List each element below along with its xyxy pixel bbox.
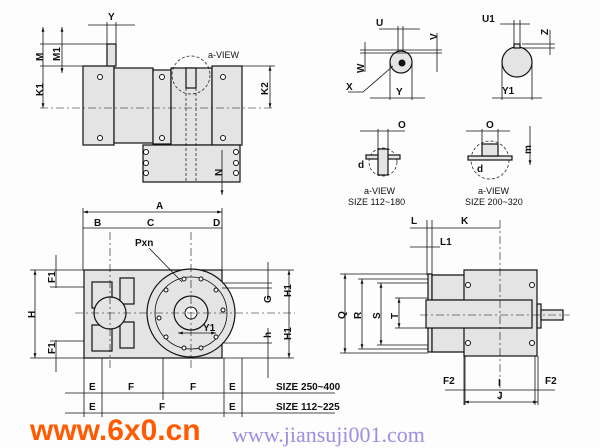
dim-A: A [156,201,163,212]
housing-mid [113,67,154,144]
dim-F-r1-right: F [190,382,196,393]
a-view-small-title: a-VIEW [364,186,396,196]
dim-C: C [147,218,154,229]
dim-d-large: d [477,164,483,175]
size-label-112-225: SIZE 112~225 [276,402,340,413]
dim-T: T [390,313,401,319]
dim-O-large: O [486,120,494,131]
top-view: Y M M1 K1 K2 a-VIEW N [35,12,275,195]
housing-right [211,65,243,146]
watermark-site: www.jiansuji001.com [232,422,425,447]
dim-m: m [523,145,534,154]
a-view-large-size: SIZE 200~320 [465,197,523,207]
dim-d-small: d [358,160,364,171]
dim-R: R [353,311,364,319]
dim-J: J [497,391,503,402]
side-view: L K L1 Q R S T F2 I F2 J [337,216,570,405]
dim-M1: M1 [52,47,63,61]
dim-Y: Y [108,12,115,23]
dim-V: V [429,33,440,40]
dim-X: X [346,82,353,93]
dim-B: B [94,218,101,229]
housing-plate [152,69,172,145]
size-label-250-400: SIZE 250~400 [276,382,341,393]
dim-K2: K2 [260,82,271,95]
dim-L: L [411,216,417,227]
dim-N: N [214,169,225,176]
dim-K: K [461,216,469,227]
dim-M: M [35,53,46,61]
dim-D: D [213,218,220,229]
dim-E-r1-left: E [89,382,96,393]
output-bore [185,67,197,89]
flange-bolts [156,276,226,351]
dim-F-r2: F [159,402,165,413]
dim-F2-right: F2 [545,376,557,387]
bolts [97,74,239,176]
dim-Y-small: Y [396,87,403,98]
dim-E-r1-right: E [229,382,236,393]
dim-K1: K1 [35,83,46,96]
dim-S: S [372,312,383,319]
dim-Pxn: Pxn [135,238,153,249]
dim-Y1: Y1 [203,323,216,334]
dim-h: h [263,332,274,338]
dim-L1: L1 [440,237,452,248]
dim-F-r1-left: F [128,382,134,393]
a-view-small: O d a-VIEW SIZE 112~180 [348,120,406,207]
dim-F2-left: F2 [443,376,455,387]
shaft-detail-small: U V W X Y [346,18,442,100]
a-view-large: O m d a-VIEW SIZE 200~320 [465,120,534,207]
shaft-detail-large: U1 Z Y1 [482,14,555,100]
front-view: A B C D Pxn H F1 F1 H1 H1 G h Y1 [27,201,295,378]
dim-F1-bottom: F1 [47,342,58,354]
dim-H: H [27,311,38,318]
dim-E-r2-left: E [89,402,96,413]
dim-H1-bottom: H1 [283,327,294,340]
dim-O-small: O [398,120,406,131]
dim-E-r2-right: E [229,402,236,413]
housing-base [142,144,241,183]
dim-U: U [376,18,383,29]
a-view-circle [171,55,211,95]
dim-U1: U1 [482,14,495,25]
dim-F1-top: F1 [47,271,58,283]
watermark-brand: www.6x0.cn [29,414,201,447]
input-shaft [106,43,117,67]
dim-I: I [498,378,501,389]
dim-Z: Z [540,29,551,35]
a-view-label: a-VIEW [208,50,240,60]
a-view-small-size: SIZE 112~180 [348,197,405,207]
dim-Q: Q [337,311,348,319]
dim-G: G [263,295,274,303]
dim-H1-top: H1 [283,284,294,297]
a-view-large-title: a-VIEW [478,186,510,196]
dim-W: W [356,63,367,73]
dim-Y1-detail: Y1 [502,86,515,97]
base-dimensions: E F F E SIZE 250~400 E F E SIZE 112~225 [65,358,341,417]
